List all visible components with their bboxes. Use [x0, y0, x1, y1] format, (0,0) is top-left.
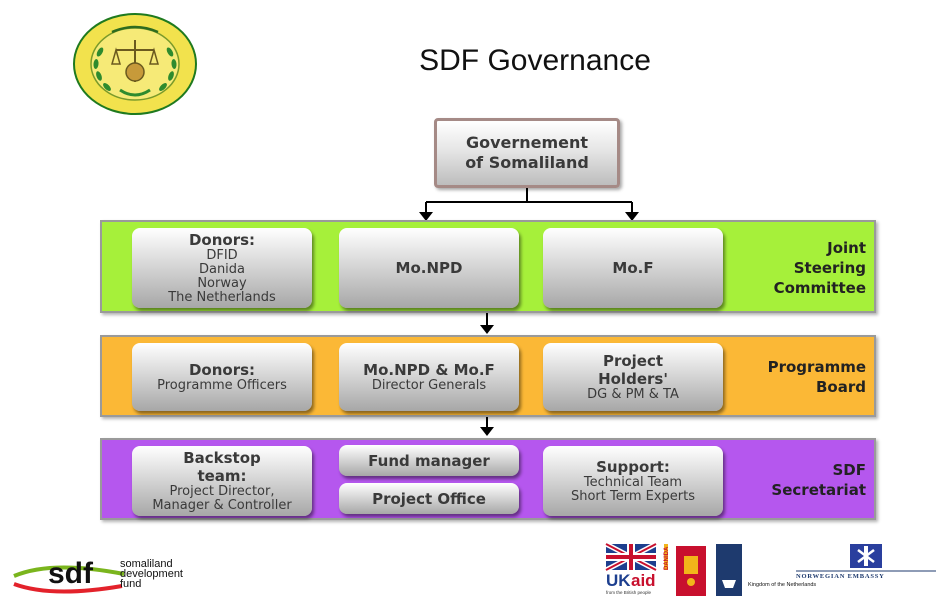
programme-donors-sub: Programme Officers	[157, 378, 287, 393]
secretariat-label-line-2: Secretariat	[771, 481, 866, 499]
norway-logo: NORWEGIAN EMBASSY	[796, 544, 936, 580]
joint-label-line-1: Joint	[827, 239, 866, 257]
project-holders-box: Project Holders' DG & PM & TA	[543, 343, 723, 411]
support-sub-2: Short Term Experts	[570, 489, 696, 504]
donor-logos: UK aid from the British people DANIDA Ki…	[604, 541, 936, 596]
netherlands-text: Kingdom of the Netherlands	[748, 582, 816, 588]
ukaid-word-uk: UK	[606, 571, 631, 590]
joint-donors-heading: Donors:	[188, 231, 256, 249]
government-line-2: of Somaliland	[465, 153, 589, 172]
programme-label-line-1: Programme	[767, 358, 866, 376]
backstop-heading-2: team:	[197, 467, 247, 485]
fund-manager-label: Fund manager	[368, 451, 490, 470]
norway-text: NORWEGIAN EMBASSY	[796, 573, 885, 580]
joint-label-line-2: Steering	[793, 259, 866, 277]
danida-logo: DANIDA	[664, 544, 706, 596]
programme-monpd-mof-box: Mo.NPD & Mo.F Director Generals	[339, 343, 519, 411]
backstop-sub-2: Manager & Controller	[152, 498, 292, 513]
support-heading: Support:	[596, 458, 670, 476]
programme-label-line-2: Board	[816, 378, 866, 396]
joint-steering-committee-band: Donors: DFID Danida Norway The Netherlan…	[100, 220, 876, 313]
sdf-logo: sdf somaliland development fund	[13, 557, 183, 594]
joint-mof-label: Mo.F	[612, 259, 654, 277]
project-office-label: Project Office	[372, 489, 486, 508]
government-line-1: Governement	[465, 133, 589, 152]
project-holders-sub: DG & PM & TA	[587, 387, 679, 402]
sdf-logo-line-1: somaliland	[120, 558, 173, 570]
netherlands-logo: Kingdom of the Netherlands	[716, 544, 816, 596]
page-title: SDF Governance	[419, 44, 651, 77]
somaliland-coat-of-arms-logo	[73, 13, 197, 115]
support-sub-1: Technical Team	[583, 475, 683, 490]
joint-donors-box: Donors: DFID Danida Norway The Netherlan…	[132, 228, 312, 308]
ukaid-word-aid: aid	[631, 571, 656, 590]
sdf-secretariat-band: Backstop team: Project Director, Manager…	[100, 438, 876, 520]
donor-netherlands: The Netherlands	[168, 290, 276, 305]
ukaid-logo: UK aid from the British people	[604, 541, 658, 595]
support-box: Support: Technical Team Short Term Exper…	[543, 446, 723, 516]
sdf-logo-mark: sdf	[48, 557, 94, 590]
project-holders-heading-1: Project	[602, 352, 664, 370]
sdf-logo-line-3: fund	[120, 578, 141, 590]
programme-donors-box: Donors: Programme Officers	[132, 343, 312, 411]
programme-donors-heading: Donors:	[188, 361, 256, 379]
donor-norway: Norway	[197, 276, 247, 291]
joint-mof-box: Mo.F	[543, 228, 723, 308]
programme-board-label: Programme Board	[768, 357, 866, 397]
joint-steering-committee-label: Joint Steering Committee	[774, 238, 866, 298]
project-office-box: Project Office	[339, 483, 519, 514]
joint-label-line-3: Committee	[773, 279, 866, 297]
programme-monpd-mof-heading: Mo.NPD & Mo.F	[363, 361, 495, 379]
danida-text: DANIDA	[664, 546, 670, 570]
government-of-somaliland-box: Governement of Somaliland	[434, 118, 620, 188]
donor-dfid: DFID	[206, 248, 238, 263]
arrow-to-programme-board	[480, 325, 494, 334]
ukaid-tagline: from the British people	[606, 590, 652, 595]
arrow-to-secretariat	[480, 427, 494, 436]
programme-board-band: Donors: Programme Officers Mo.NPD & Mo.F…	[100, 335, 876, 417]
sdf-logo-line-2: development	[120, 568, 183, 580]
joint-monpd-box: Mo.NPD	[339, 228, 519, 308]
backstop-sub-1: Project Director,	[169, 484, 275, 499]
project-holders-heading-2: Holders'	[598, 370, 668, 388]
secretariat-label-line-1: SDF	[832, 461, 866, 479]
donor-danida: Danida	[198, 262, 246, 277]
backstop-heading-1: Backstop	[183, 449, 261, 467]
sdf-secretariat-label: SDF Secretariat	[771, 460, 866, 500]
joint-monpd-label: Mo.NPD	[395, 259, 463, 277]
fund-manager-box: Fund manager	[339, 445, 519, 476]
backstop-team-box: Backstop team: Project Director, Manager…	[132, 446, 312, 516]
programme-monpd-mof-sub: Director Generals	[371, 378, 487, 393]
